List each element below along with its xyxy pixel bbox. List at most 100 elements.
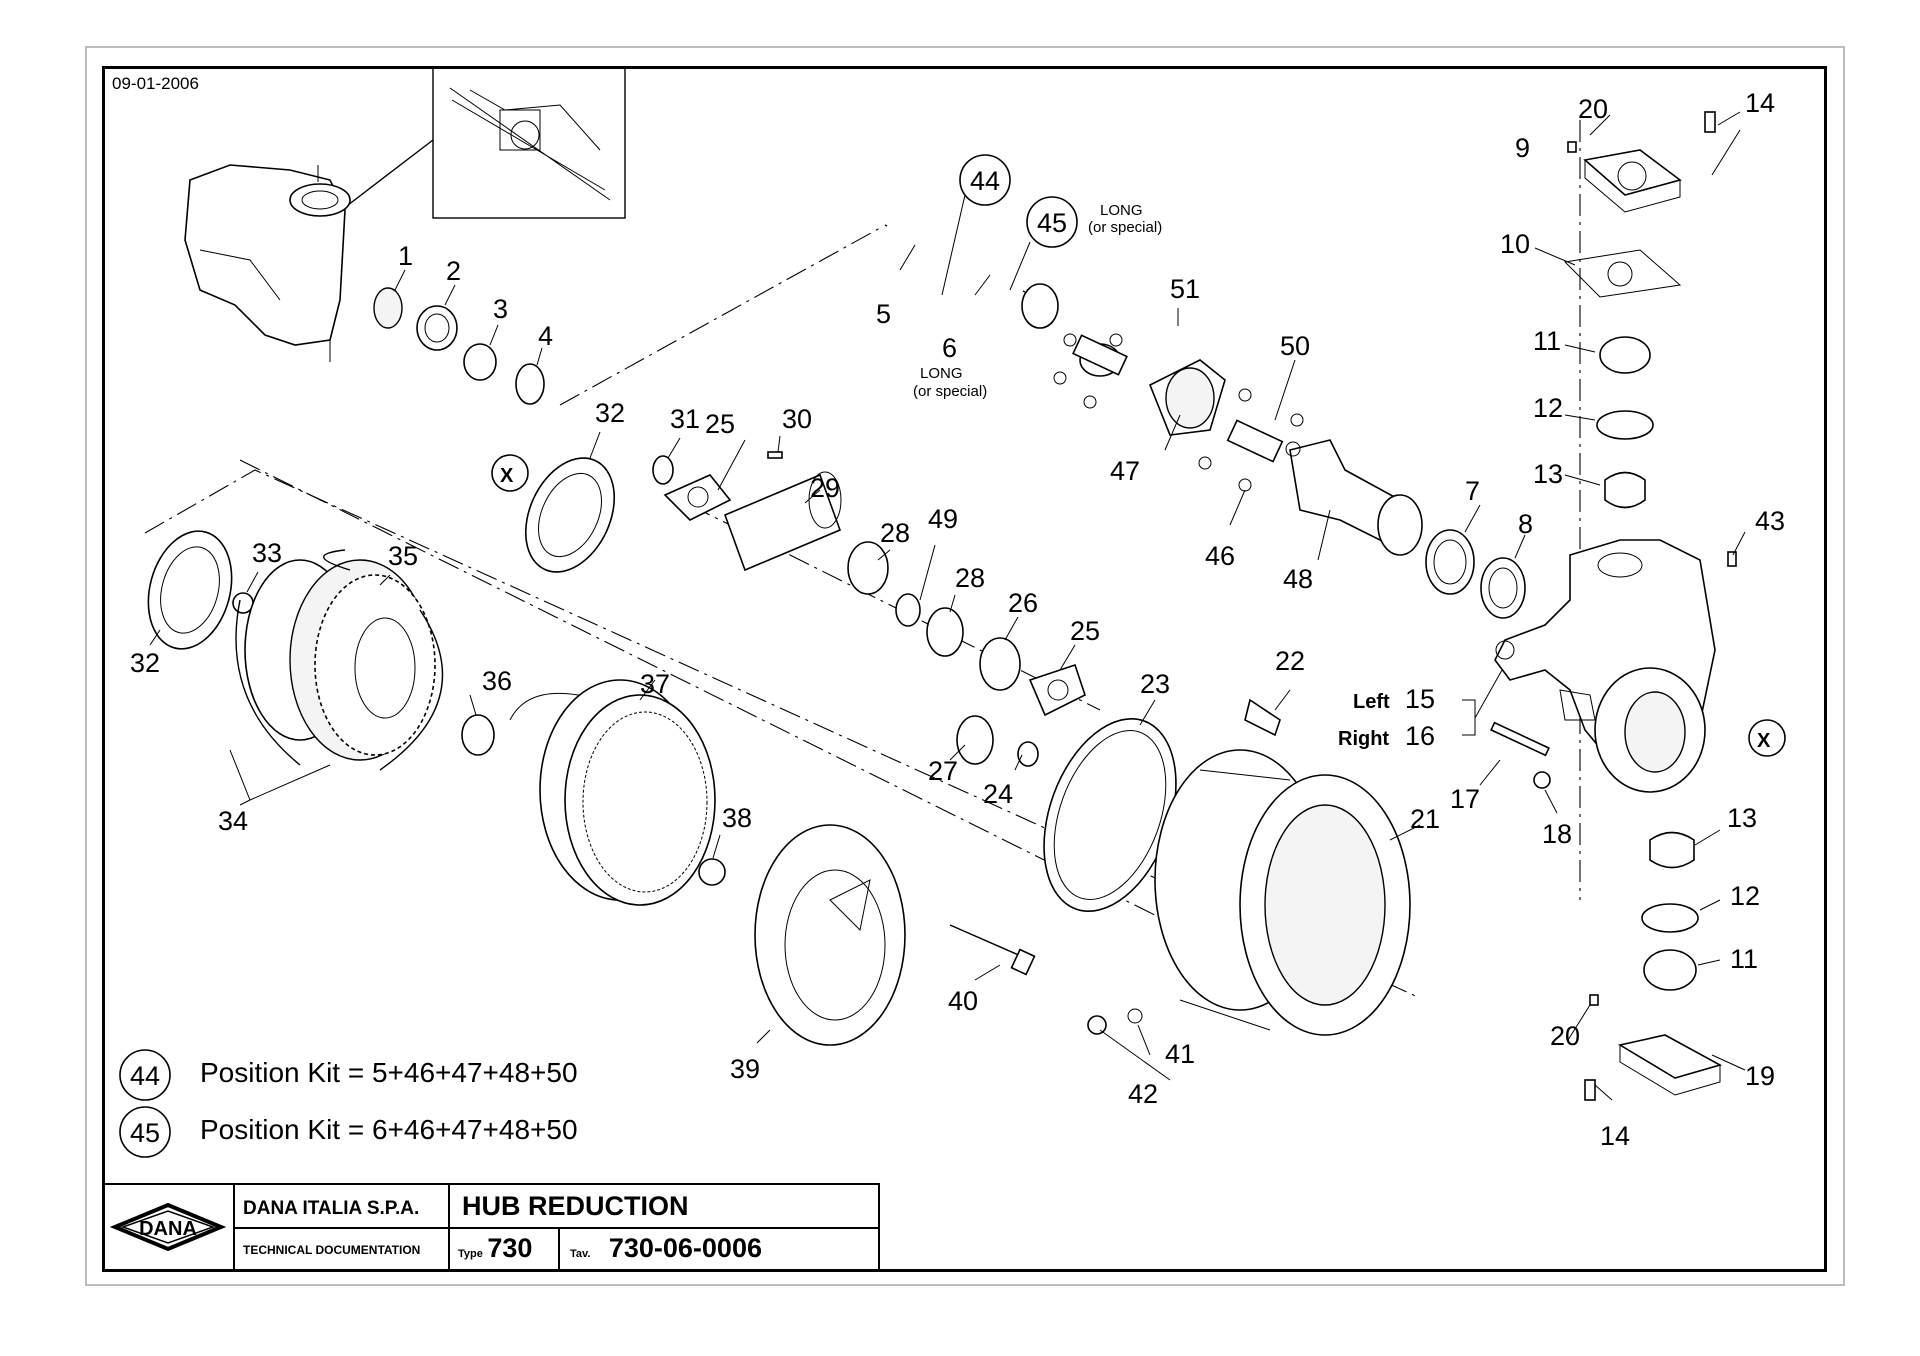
needle-bearings-gears [847,541,1086,767]
kit-45-number: 45 [130,1118,160,1148]
label-23: 23 [1140,669,1170,699]
label-26: 26 [1008,588,1038,618]
wheel-hub [1087,551,1737,1036]
seal-and-shaft-parts [524,451,842,573]
label-14a: 14 [1745,88,1775,118]
label-19: 19 [1745,1061,1775,1091]
title-block: DANA DANA ITALIA S.P.A. TECHNICAL DOCUME… [103,1183,880,1271]
label-44: 44 [970,166,1000,196]
label-12a: 12 [1533,393,1563,423]
label-7: 7 [1465,476,1480,506]
label-42: 42 [1128,1079,1158,1109]
label-32a: 32 [595,398,625,428]
label-37: 37 [640,669,670,699]
label-8: 8 [1518,509,1533,539]
x-marker-2: X [1757,730,1771,752]
tav-value: 730-06-0006 [608,1233,762,1263]
label-21: 21 [1410,804,1440,834]
label-27: 27 [928,756,958,786]
label-31: 31 [670,404,700,434]
label-28a: 28 [880,518,910,548]
label-20b: 20 [1550,1021,1580,1051]
planetary-gear-group [147,530,495,771]
label-34: 34 [218,806,248,836]
label-15-left: Left [1353,691,1390,713]
label-49: 49 [928,504,958,534]
tav-cell: Tav. 730-06-0006 [560,1229,878,1269]
label-41: 41 [1165,1039,1195,1069]
label-29: 29 [810,473,840,503]
label-15: 15 [1405,684,1435,714]
label-5: 5 [876,299,891,329]
tav-label: Tav. [570,1248,591,1260]
drawing-border [102,66,1827,1272]
label-16-right: Right [1338,728,1389,750]
label-6-note-1: LONG [920,365,963,382]
label-36: 36 [482,666,512,696]
kit-legend-circles: 44 45 [119,1049,171,1158]
drive-shaft-assembly [884,221,1423,556]
label-45-note-2: (or special) [1088,219,1162,236]
label-28b: 28 [955,563,985,593]
label-25a: 25 [705,409,735,439]
drawing-title: HUB REDUCTION [450,1185,878,1229]
label-6-note-2: (or special) [913,383,987,400]
label-47: 47 [1110,456,1140,486]
bearings-7-8 [1425,529,1526,619]
label-20a: 20 [1578,94,1608,124]
label-40: 40 [948,986,978,1016]
label-24: 24 [983,779,1013,809]
type-cell: Type 730 [450,1229,560,1269]
label-33: 33 [252,538,282,568]
label-50: 50 [1280,331,1310,361]
label-9: 9 [1515,133,1530,163]
steering-knuckle [1494,539,1716,793]
dana-logo: DANA [105,1185,235,1269]
x-marker-1: X [500,465,514,487]
label-2: 2 [446,256,461,286]
label-39: 39 [730,1054,760,1084]
company-name: DANA ITALIA S.P.A. [235,1185,450,1229]
label-4: 4 [538,321,553,351]
dana-logo-text: DANA [139,1218,197,1240]
label-16: 16 [1405,721,1435,751]
label-35: 35 [388,541,418,571]
axle-inset [334,67,626,219]
label-48: 48 [1283,564,1313,594]
label-32b: 32 [130,648,160,678]
type-value: 730 [487,1233,533,1263]
label-17: 17 [1450,784,1480,814]
label-12b: 12 [1730,881,1760,911]
label-30: 30 [782,404,812,434]
label-45: 45 [1037,208,1067,238]
planet-carrier [754,824,1036,1046]
label-51: 51 [1170,274,1200,304]
label-25b: 25 [1070,616,1100,646]
label-13a: 13 [1533,459,1563,489]
label-43: 43 [1755,506,1785,536]
type-label: Type [458,1248,483,1260]
bearings-1-4 [373,287,545,405]
label-6: 6 [942,333,957,363]
label-3: 3 [493,294,508,324]
label-11b: 11 [1730,944,1758,974]
drawing-date: 09-01-2006 [112,74,199,93]
label-10: 10 [1500,229,1530,259]
label-46: 46 [1205,541,1235,571]
kit-44-number: 44 [130,1061,160,1091]
label-22: 22 [1275,646,1305,676]
part-number-labels: 1 2 3 4 5 6 LONG (or special) 7 8 9 10 1… [130,88,1786,1151]
kit-44-text: Position Kit = 5+46+47+48+50 [200,1057,578,1088]
label-45-note-1: LONG [1100,202,1143,219]
kit-45-text: Position Kit = 6+46+47+48+50 [200,1114,578,1145]
axle-housing-arm [184,164,351,362]
label-1: 1 [398,241,413,271]
label-11a: 11 [1533,326,1561,356]
label-38: 38 [722,803,752,833]
leader-lines [149,111,1746,1101]
kingpin-stack [1563,111,1723,1101]
ring-gear [509,679,726,906]
label-18: 18 [1542,819,1572,849]
outer-frame [85,46,1845,1286]
